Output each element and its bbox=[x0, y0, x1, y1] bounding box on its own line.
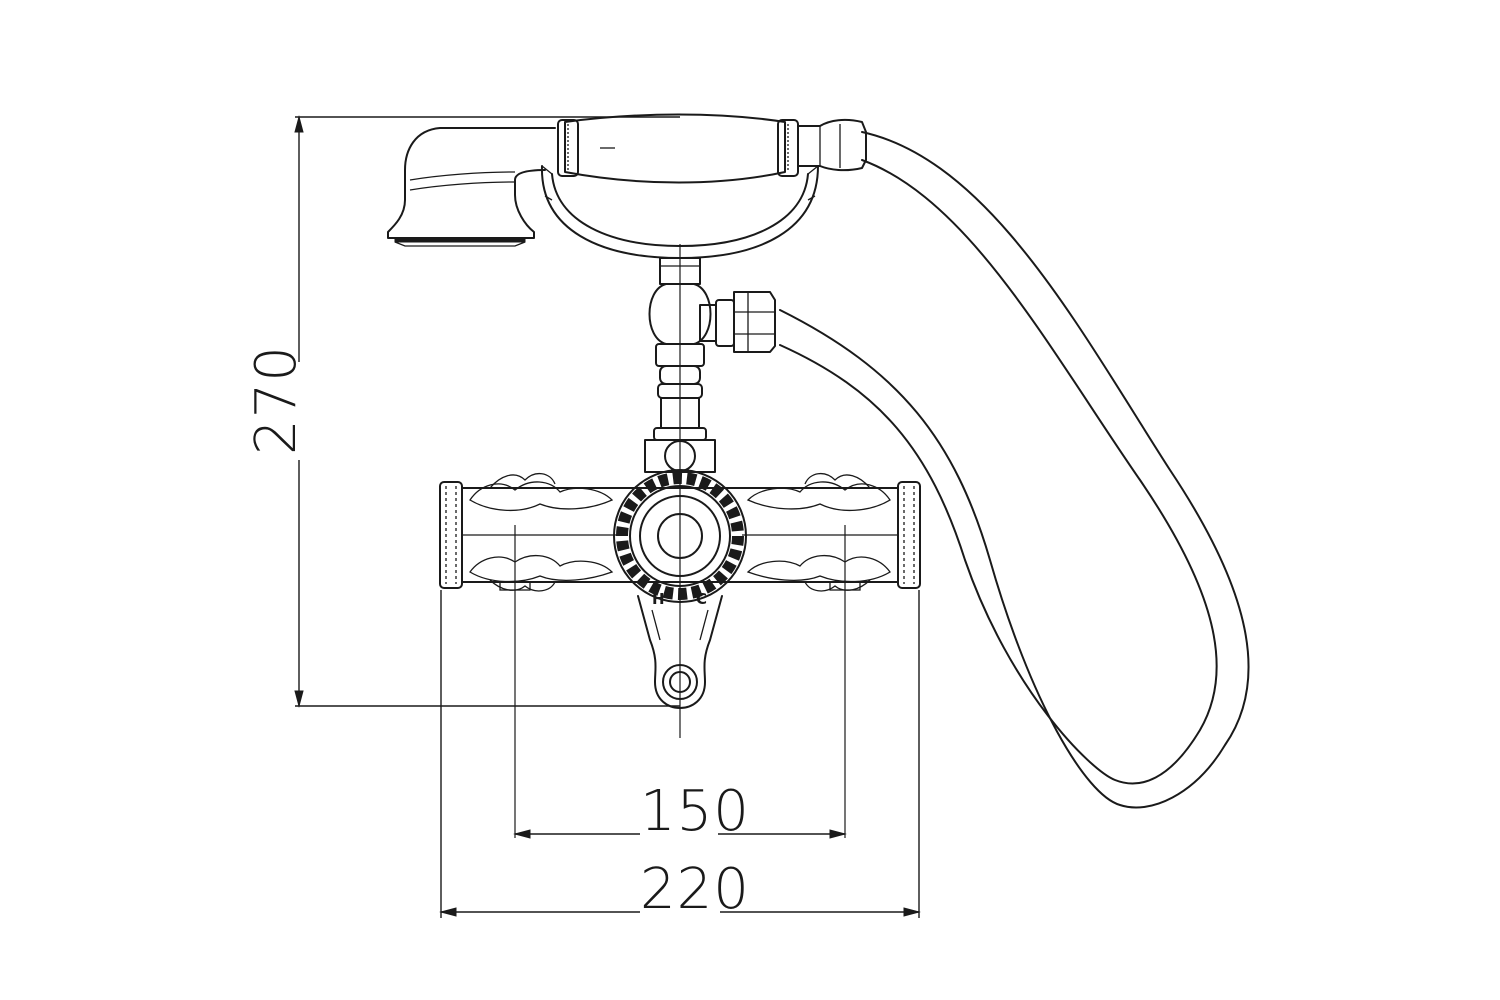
height-dimension: 270 bbox=[244, 115, 680, 708]
shower-hose bbox=[779, 131, 1250, 809]
outer-width-label: 220 bbox=[640, 857, 750, 922]
hose-outlet-nut bbox=[699, 291, 776, 353]
hot-label: H bbox=[652, 590, 665, 608]
inner-width-label: 150 bbox=[640, 779, 750, 844]
height-label: 270 bbox=[244, 345, 309, 455]
shower-handset bbox=[387, 113, 867, 259]
inner-width-dimension: 150 bbox=[513, 779, 847, 844]
cold-label: C bbox=[696, 590, 707, 608]
outer-width-dimension: 220 bbox=[439, 590, 921, 922]
